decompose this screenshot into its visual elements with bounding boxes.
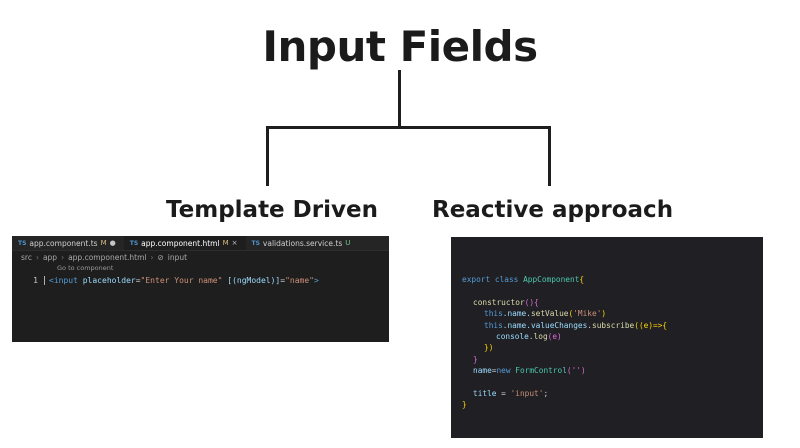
keyword: class bbox=[494, 275, 519, 284]
breadcrumb: src › app › app.component.html › ⊘ input bbox=[12, 251, 389, 264]
property: name bbox=[473, 366, 492, 376]
args: ('') bbox=[566, 366, 586, 376]
tree-crossbar-line bbox=[266, 126, 551, 129]
chevron-right-icon: › bbox=[150, 253, 154, 262]
typescript-file-icon: TS bbox=[129, 239, 139, 247]
code-line[interactable]: 1 <input placeholder="Enter Your name" [… bbox=[12, 274, 389, 286]
property: title bbox=[473, 388, 497, 398]
tab-app-component-ts[interactable]: TS app.component.ts M ● bbox=[12, 236, 124, 250]
modified-badge: M bbox=[222, 239, 229, 247]
class-name: FormControl bbox=[515, 366, 567, 376]
function-name: setValue bbox=[530, 309, 569, 319]
attr-ngmodel: [(ngModel)] bbox=[227, 275, 281, 285]
this-keyword: this bbox=[484, 320, 503, 330]
tab-validations-service-ts[interactable]: TS validations.service.ts U bbox=[246, 236, 359, 250]
unsaved-dot-icon: ● bbox=[109, 239, 116, 247]
breadcrumb-src[interactable]: src bbox=[21, 253, 32, 262]
tab-label: validations.service.ts bbox=[262, 238, 343, 248]
breadcrumb-input[interactable]: input bbox=[167, 253, 188, 262]
reactive-approach-label: Reactive approach bbox=[432, 197, 674, 223]
code-line-blank bbox=[462, 377, 763, 388]
line-number: 1 bbox=[33, 275, 38, 285]
closing-brace: } bbox=[473, 354, 478, 364]
code-line: }) bbox=[462, 342, 763, 353]
tree-left-branch-line bbox=[266, 126, 269, 186]
template-driven-code-editor: TS app.component.ts M ● TS app.component… bbox=[12, 236, 389, 342]
tag-open: <input bbox=[49, 275, 78, 285]
editor-tab-bar: TS app.component.ts M ● TS app.component… bbox=[12, 236, 389, 251]
keyword: export bbox=[462, 275, 491, 284]
class-name: AppComponent bbox=[523, 275, 580, 284]
function-name: constructor bbox=[473, 297, 525, 307]
equals: = bbox=[491, 366, 497, 376]
tab-app-component-html[interactable]: TS app.component.html M × bbox=[123, 236, 246, 250]
go-to-component-codelens[interactable]: Go to component bbox=[57, 264, 114, 272]
new-keyword: new bbox=[496, 366, 511, 376]
paren: ) bbox=[601, 309, 607, 319]
property: .name. bbox=[502, 320, 531, 330]
property: .name. bbox=[502, 309, 531, 319]
object: console bbox=[496, 331, 529, 341]
breadcrumb-app[interactable]: app bbox=[42, 253, 58, 262]
close-icon[interactable]: × bbox=[231, 239, 238, 247]
args: (e) bbox=[547, 331, 562, 341]
template-driven-label: Template Driven bbox=[166, 197, 378, 223]
attr-placeholder: placeholder bbox=[82, 275, 136, 285]
typescript-file-icon: TS bbox=[18, 239, 27, 247]
element-symbol-icon: ⊘ bbox=[157, 253, 164, 262]
function-name: log bbox=[533, 331, 548, 341]
tab-label: app.component.html bbox=[141, 238, 220, 248]
chevron-right-icon: › bbox=[61, 253, 65, 262]
code-line: name=new FormControl('') bbox=[462, 365, 763, 376]
tab-label: app.component.ts bbox=[29, 238, 98, 248]
dot: . bbox=[587, 320, 592, 330]
breadcrumb-file[interactable]: app.component.html bbox=[68, 253, 147, 262]
tree-stem-line bbox=[398, 70, 401, 128]
code-line: this.name.setValue('Mike') bbox=[462, 308, 763, 319]
dot: . bbox=[528, 331, 534, 341]
property: valueChanges bbox=[530, 320, 588, 330]
function-name: subscribe bbox=[592, 320, 635, 330]
code-line: console.log(e) bbox=[462, 331, 763, 342]
code-line: } bbox=[462, 354, 763, 365]
string: 'Mike' bbox=[573, 309, 602, 319]
tree-right-branch-line bbox=[548, 126, 551, 186]
text-cursor bbox=[44, 275, 45, 285]
semicolon: ; bbox=[543, 388, 549, 398]
string: 'input' bbox=[510, 388, 544, 398]
code-line: } bbox=[462, 399, 763, 410]
attr-value-placeholder: "Enter Your name" bbox=[140, 275, 223, 285]
code-line-blank bbox=[462, 285, 763, 296]
modified-badge: M bbox=[100, 239, 107, 247]
code-line: constructor(){ bbox=[462, 297, 763, 308]
brace: { bbox=[579, 275, 585, 284]
reactive-approach-code-editor: export class AppComponent{ constructor()… bbox=[451, 237, 763, 438]
code-line: export class AppComponent{ bbox=[462, 274, 763, 285]
attr-value-ngmodel: "name" bbox=[285, 275, 314, 285]
equals: = bbox=[496, 388, 511, 398]
paren: ( bbox=[568, 309, 574, 319]
diagram-title: Input Fields bbox=[262, 22, 538, 71]
typescript-file-icon: TS bbox=[251, 239, 260, 247]
arrow-args: ((e)=>{ bbox=[634, 320, 668, 330]
closing-brackets: }) bbox=[484, 343, 494, 353]
untracked-badge: U bbox=[345, 239, 351, 247]
chevron-right-icon: › bbox=[35, 253, 39, 262]
code-line: title = 'input'; bbox=[462, 388, 763, 399]
equals: = bbox=[135, 275, 141, 285]
equals: = bbox=[280, 275, 286, 285]
brackets: (){ bbox=[524, 297, 539, 307]
closing-brace: } bbox=[462, 400, 467, 410]
code-line: this.name.valueChanges.subscribe((e)=>{ bbox=[462, 320, 763, 331]
this-keyword: this bbox=[484, 309, 503, 319]
tag-close: > bbox=[313, 275, 319, 285]
